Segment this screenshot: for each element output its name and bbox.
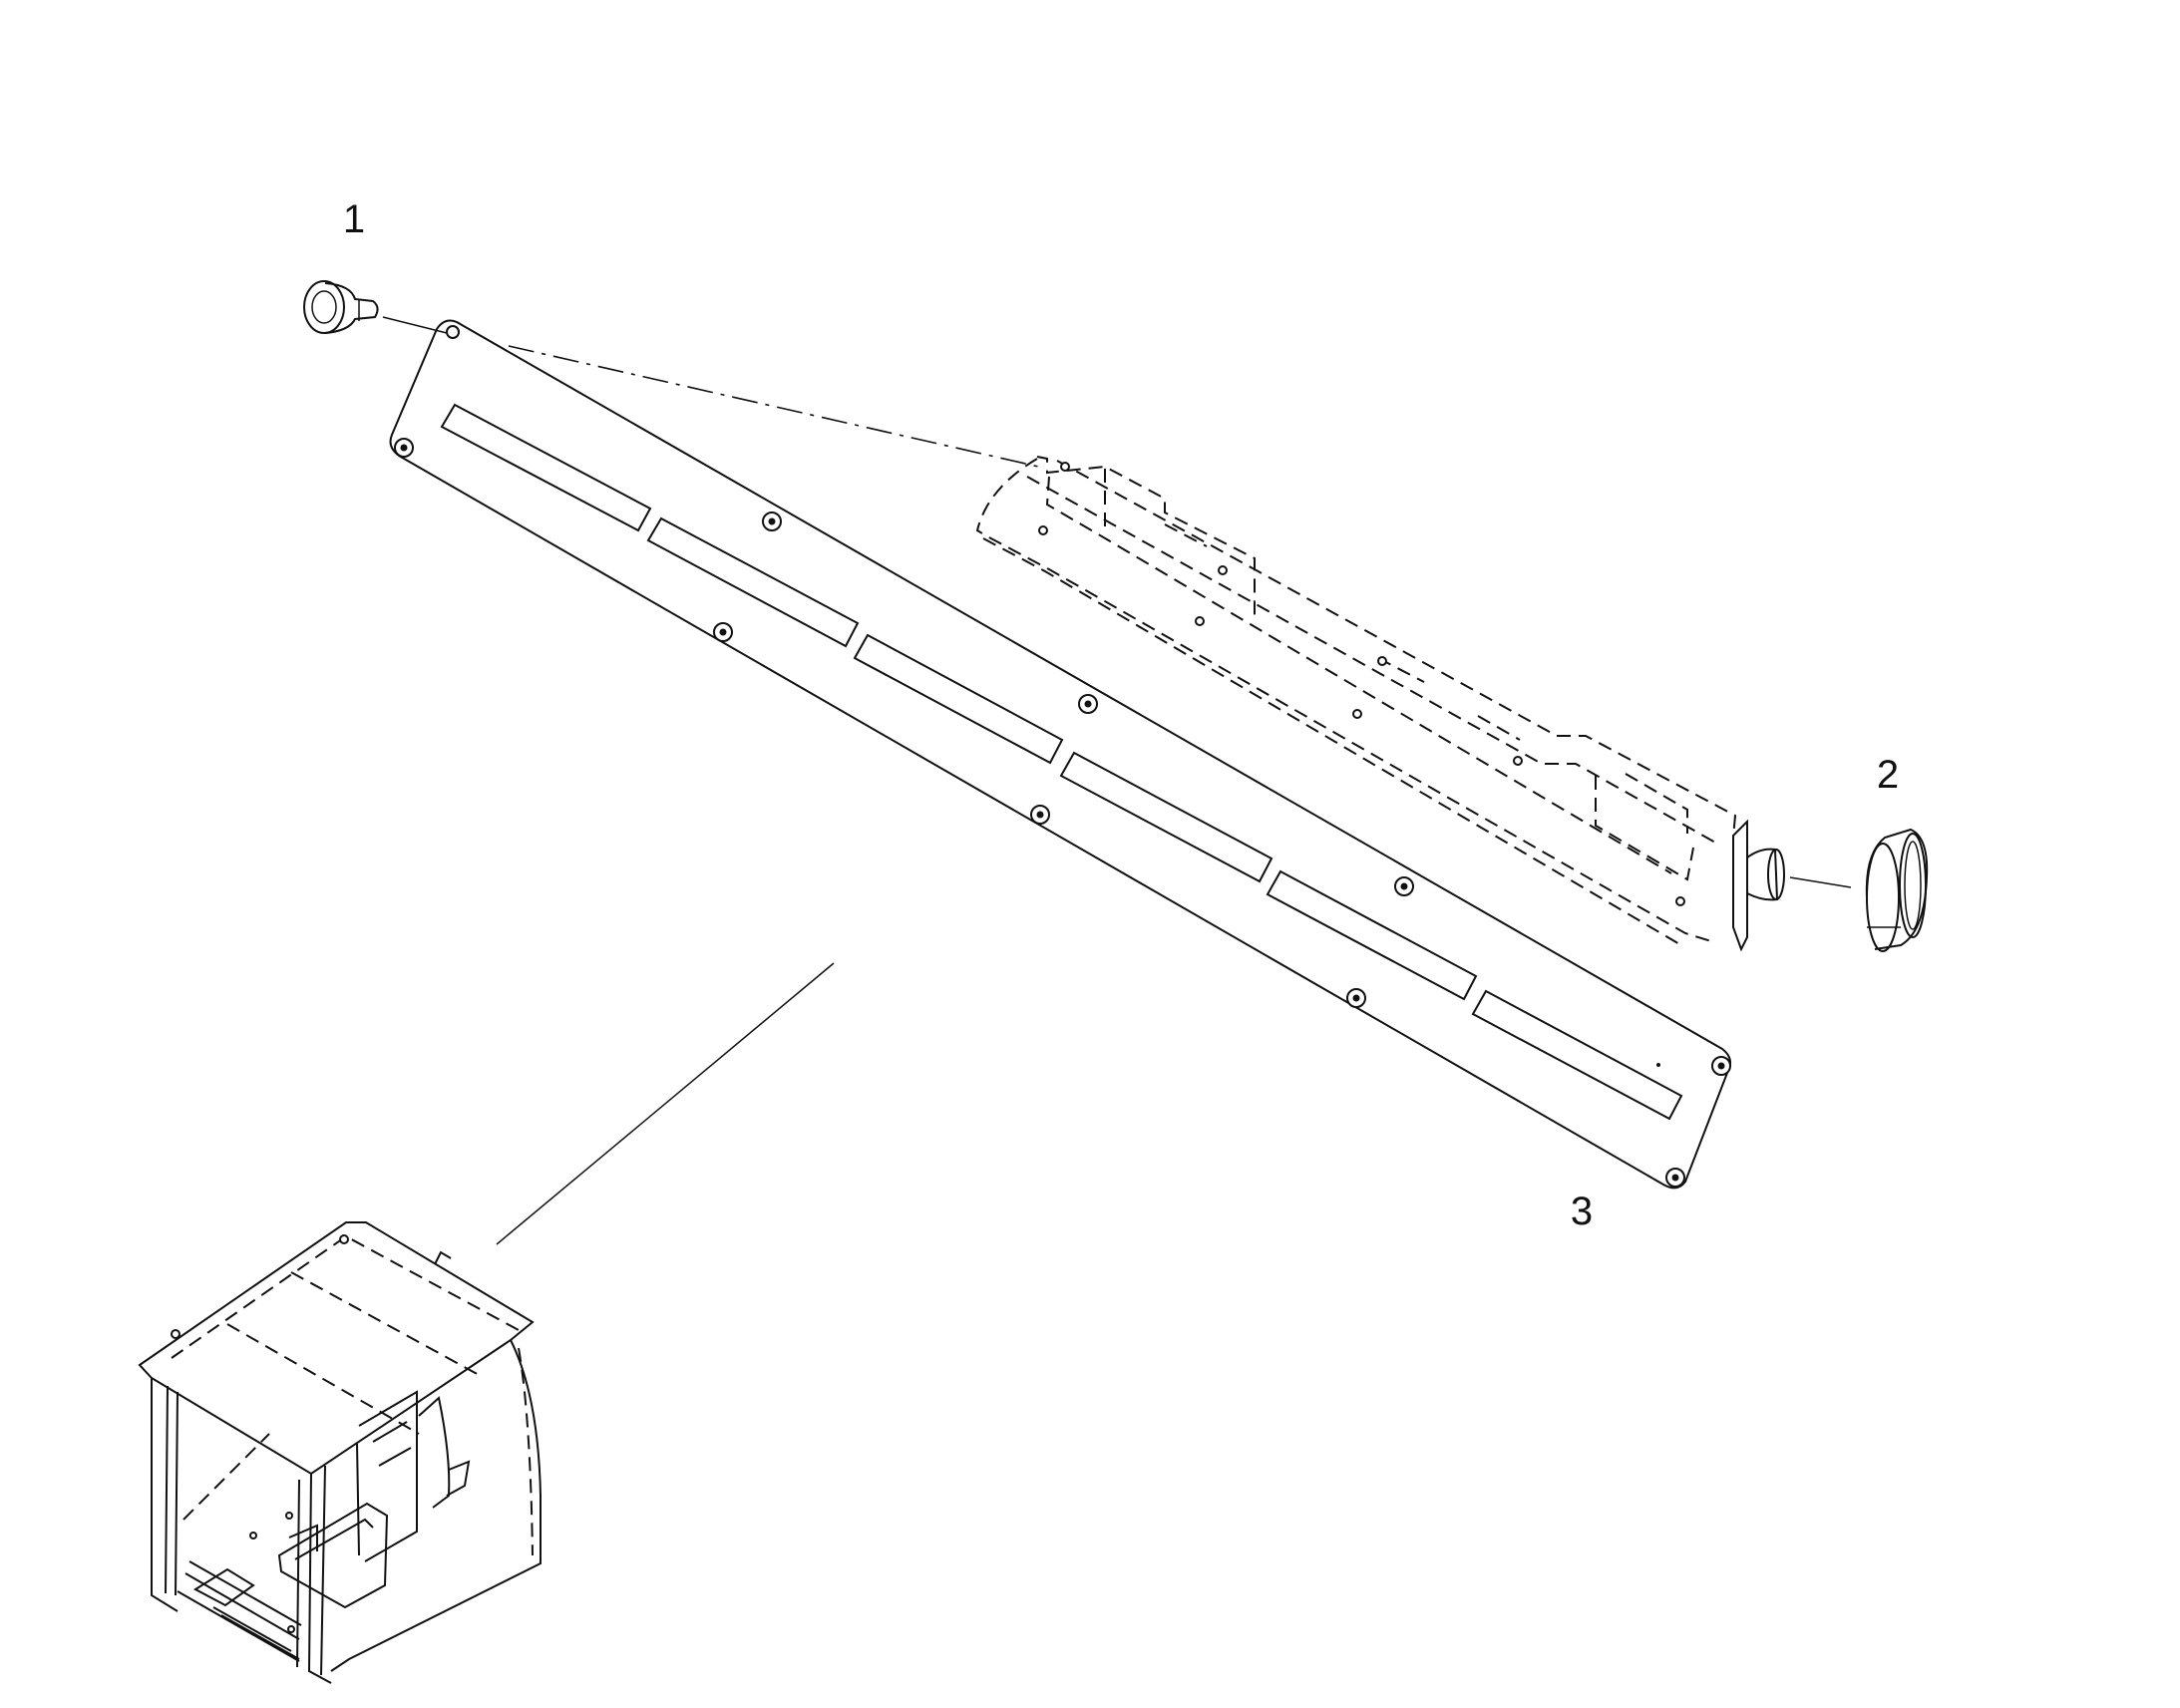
callout-1: 1 — [343, 197, 365, 241]
screw-part-1 — [303, 280, 379, 334]
panel-slot — [646, 516, 860, 648]
panel-slot — [1471, 989, 1683, 1121]
panel-slot — [1059, 751, 1273, 883]
panel-slot — [440, 403, 652, 532]
alignment-line — [508, 345, 1044, 469]
callout-3: 3 — [1571, 1190, 1593, 1233]
callout-2: 2 — [1877, 753, 1899, 797]
location-leader-line — [496, 962, 835, 1245]
cab-locator-view — [138, 1221, 542, 1684]
panel-part-3 — [389, 319, 1732, 1190]
panel-holes — [394, 325, 1731, 1188]
duct-rivets — [1038, 462, 1685, 906]
panel-slot — [1266, 869, 1478, 1001]
leader-line-seal — [1789, 876, 1852, 888]
seal-ring-part-2 — [1865, 828, 1929, 952]
panel-slot — [853, 633, 1064, 765]
air-duct-phantom — [975, 456, 1785, 952]
